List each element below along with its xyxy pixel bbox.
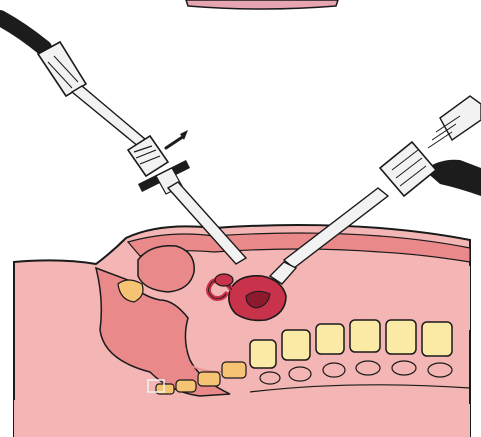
spinal-process-4	[356, 361, 380, 375]
spinal-process-1	[260, 372, 280, 384]
monitor-edge	[186, 0, 338, 9]
spinal-process-2	[289, 367, 311, 381]
vertebra-5	[386, 320, 416, 354]
spinal-process-5	[392, 361, 416, 375]
lower-body	[14, 400, 470, 437]
bladder	[138, 246, 194, 292]
vertebra-3	[316, 324, 344, 354]
vertebra-1	[250, 340, 276, 368]
grasper-handle	[440, 96, 481, 140]
laparoscope-icon	[0, 18, 246, 264]
spinal-process-6	[428, 363, 452, 377]
ovary	[215, 274, 233, 286]
laparoscope-cable	[0, 18, 44, 48]
vertebra-4	[350, 320, 380, 352]
vertebra-6	[422, 322, 452, 356]
sacral-segment-1	[222, 362, 246, 378]
vertebra-2	[282, 330, 310, 360]
light-port	[166, 136, 184, 148]
spinal-process-3	[323, 363, 345, 377]
sacral-segment-3	[176, 380, 196, 392]
sacral-segment-2	[198, 372, 220, 386]
